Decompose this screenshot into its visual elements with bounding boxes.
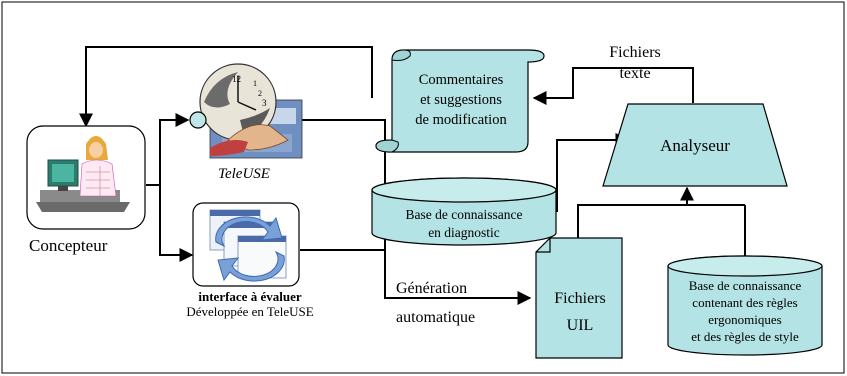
svg-text:3: 3 [262, 98, 267, 108]
base-ergo-line3: ergonomiques [708, 312, 781, 327]
arrow-base-diagnostic-to-analyseur [556, 133, 630, 212]
fichiers-uil-shape [535, 237, 623, 359]
base-diagnostic-node[interactable]: Base de connaissance en diagnostic [371, 177, 557, 246]
generation-line1: Génération [396, 280, 467, 297]
base-ergo-line1: Base de connaissance [689, 278, 802, 293]
commentaires-node[interactable]: Commentaires et suggestions de modificat… [375, 49, 545, 153]
svg-text:2: 2 [258, 89, 262, 98]
interface-node[interactable] [192, 202, 300, 287]
analyseur-node[interactable]: Analyseur [602, 103, 788, 187]
analyseur-shape [602, 103, 788, 187]
teleuse-label: TeleUSE [218, 166, 270, 182]
base-ergo-line4: et des règles de style [691, 329, 799, 344]
arrow-concepteur-to-interface [159, 185, 194, 262]
generation-line2: automatique [396, 309, 475, 326]
base-ergo-node[interactable]: Base de connaissance contenant des règle… [667, 255, 823, 356]
arrow-fichiers-uil-to-analyseur [577, 186, 694, 238]
clock-globe-hand-icon: 12 3 1 2 [199, 63, 303, 159]
fichiers-texte-line2: texte [619, 65, 650, 82]
windows-refresh-icon [209, 209, 287, 282]
svg-text:1: 1 [253, 79, 257, 88]
commentaires-line2: et suggestions [420, 92, 502, 108]
concepteur-node[interactable] [26, 125, 146, 230]
teleuse-port [189, 111, 207, 129]
interface-label-line1: interface à évaluer [198, 289, 301, 304]
person-at-computer-icon [36, 136, 130, 212]
teleuse-node[interactable]: 12 3 1 2 [189, 63, 303, 159]
fichiers-texte-line1: Fichiers [609, 44, 661, 61]
base-diagnostic-line2: en diagnostic [428, 225, 500, 240]
interface-label-line2: Développée en TeleUSE [186, 304, 313, 319]
commentaires-line3: de modification [415, 112, 507, 128]
svg-text:12: 12 [232, 74, 241, 84]
commentaires-line1: Commentaires [419, 72, 504, 88]
base-ergo-line2: contenant des règles [692, 295, 797, 310]
arrow-commentaires-to-concepteur [79, 46, 373, 128]
fichiers-uil-line1: Fichiers [554, 290, 606, 307]
base-diagnostic-line1: Base de connaissance [406, 207, 523, 222]
scroll-shape [375, 49, 545, 153]
fichiers-uil-line2: UIL [567, 317, 594, 334]
concepteur-label: Concepteur [29, 236, 108, 255]
analyseur-label: Analyseur [660, 136, 730, 155]
fichiers-uil-node[interactable]: Fichiers UIL [535, 237, 623, 359]
arrow-concepteur-to-teleuse [146, 113, 190, 186]
arrow-analyseur-to-commentaires [532, 67, 694, 105]
